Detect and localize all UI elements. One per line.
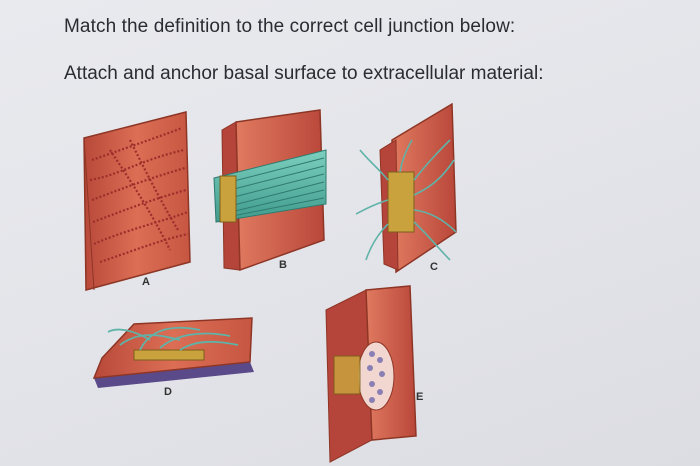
junction-d-illustration — [92, 317, 254, 388]
question-title: Match the definition to the correct cell… — [64, 16, 516, 37]
question-prompt: Attach and anchor basal surface to extra… — [64, 63, 544, 84]
junction-c-illustration — [355, 102, 457, 274]
junction-label-e: E — [416, 391, 423, 403]
junction-label-c: C — [430, 261, 438, 273]
junction-e-illustration — [325, 285, 417, 463]
junction-label-d: D — [164, 386, 172, 398]
junction-label-a: A — [142, 276, 150, 288]
junction-label-b: B — [279, 259, 287, 271]
junction-a-illustration — [83, 111, 191, 291]
junction-b-illustration — [213, 109, 327, 272]
